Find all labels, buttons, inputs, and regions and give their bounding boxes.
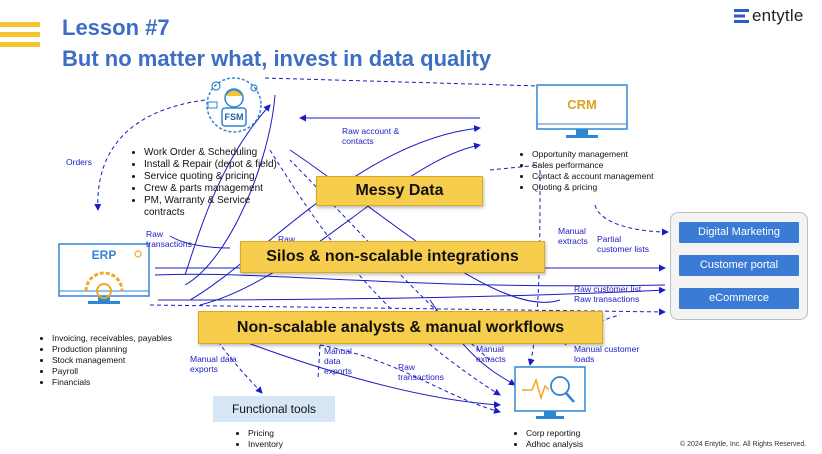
- flow-label-manual-data-exports-mid: Manual data exports: [324, 346, 352, 376]
- flow-label-line: data: [324, 356, 341, 366]
- flow-label-raw-account: Raw account & contacts: [342, 126, 399, 146]
- list-item: Adhoc analysis: [526, 439, 614, 450]
- list-item: Pricing: [248, 428, 336, 439]
- list-item: Opportunity management: [532, 149, 680, 160]
- analytics-bullets: Corp reporting Adhoc analysis: [514, 428, 614, 450]
- list-item: Contact & account management: [532, 171, 680, 182]
- flow-label-line: exports: [190, 364, 218, 374]
- erp-node: ERP: [58, 240, 150, 306]
- list-item: Stock management: [52, 355, 200, 366]
- fsm-label: FSM: [224, 112, 244, 122]
- monitor-analytics-icon: [514, 366, 586, 419]
- list-item: Work Order & Scheduling: [144, 147, 292, 159]
- flow-label-manual-extracts-bottom: Manual extracts: [476, 344, 506, 364]
- fsm-node: FSM: [202, 72, 266, 138]
- flow-label-line: loads: [574, 354, 595, 364]
- flow-label-line: Manual data: [190, 354, 237, 364]
- logo-text: entytle: [752, 6, 804, 25]
- flow-label-line: Raw customer list: [574, 284, 642, 294]
- flow-label-manual-customer-loads: Manual customer loads: [574, 344, 639, 364]
- flow-label-line: extracts: [558, 236, 588, 246]
- functional-tools-box: Functional tools: [213, 396, 335, 422]
- flow-label-line: Raw account &: [342, 126, 400, 136]
- list-item: Payroll: [52, 366, 200, 377]
- list-item: PM, Warranty & Service contracts: [144, 195, 292, 219]
- fsm-bullets: Work Order & Scheduling Install & Repair…: [132, 147, 292, 219]
- channel-customer-portal: Customer portal: [679, 255, 799, 276]
- list-item: Service quoting & pricing: [144, 171, 292, 183]
- crm-bullets: Opportunity management Sales performance…: [520, 149, 680, 193]
- erp-label: ERP: [91, 248, 117, 262]
- list-item: Financials: [52, 377, 200, 388]
- copyright: © 2024 Entytle, Inc. All Rights Reserved…: [680, 441, 807, 448]
- flow-label-line: Manual customer: [574, 344, 640, 354]
- flow-label-manual-extracts-top: Manual extracts: [558, 226, 588, 246]
- slide-subtitle: But no matter what, invest in data quali…: [62, 46, 492, 71]
- banner-analysts: Non-scalable analysts & manual workflows: [198, 311, 603, 344]
- technician-person-icon: [206, 77, 262, 133]
- flow-label-line: Manual: [558, 226, 586, 236]
- erp-bullets: Invoicing, receivables, payables Product…: [40, 333, 200, 388]
- list-item: Inventory: [248, 439, 336, 450]
- crm-node: CRM: [536, 84, 628, 140]
- flow-label-line: Raw: [146, 229, 164, 239]
- list-item: Sales performance: [532, 160, 680, 171]
- flow-label-raw-transactions-bottom: Raw transactions: [398, 362, 444, 382]
- decorative-stripes: [0, 22, 40, 54]
- flow-label-partial-lists: Partial customer lists: [597, 234, 649, 254]
- flow-label-line: transactions: [398, 372, 444, 382]
- flow-label-line: extracts: [476, 354, 506, 364]
- monitor-icon: [536, 84, 628, 138]
- flow-label-line: Partial: [597, 234, 622, 244]
- functional-tools-bullets: Pricing Inventory: [236, 428, 336, 450]
- flow-label-line: contacts: [342, 136, 374, 146]
- flow-label-line: exports: [324, 366, 352, 376]
- flow-label-line: transactions: [146, 239, 192, 249]
- flow-label-line: Manual: [476, 344, 504, 354]
- entytle-logo: entytle: [734, 6, 804, 26]
- monitor-gear-icon: [58, 243, 150, 304]
- flow-label-line: Manual: [324, 346, 352, 356]
- flow-label-manual-data-exports-left: Manual data exports: [190, 354, 237, 374]
- crm-label: CRM: [567, 97, 597, 112]
- banner-silos: Silos & non-scalable integrations: [240, 241, 545, 273]
- flow-label-line: customer lists: [597, 244, 649, 254]
- slide-title: Lesson #7: [62, 15, 170, 40]
- channel-digital-marketing: Digital Marketing: [679, 222, 799, 243]
- list-item: Corp reporting: [526, 428, 614, 439]
- entytle-logo-icon: [734, 9, 749, 23]
- flow-label-line: Raw: [398, 362, 416, 372]
- flow-label-raw: Raw: [278, 234, 296, 244]
- banner-messy-data: Messy Data: [316, 176, 483, 206]
- flow-label-raw-customer-list: Raw customer list Raw transactions: [574, 284, 641, 304]
- flow-label-line: Raw transactions: [574, 294, 640, 304]
- analytics-node: [514, 366, 586, 422]
- flow-label-orders: Orders: [66, 157, 92, 167]
- list-item: Invoicing, receivables, payables: [52, 333, 200, 344]
- list-item: Crew & parts management: [144, 183, 292, 195]
- list-item: Production planning: [52, 344, 200, 355]
- flow-label-raw-transactions: Raw transactions: [146, 229, 192, 249]
- channel-ecommerce: eCommerce: [679, 288, 799, 309]
- list-item: Install & Repair (depot & field): [144, 159, 292, 171]
- list-item: Quoting & pricing: [532, 182, 680, 193]
